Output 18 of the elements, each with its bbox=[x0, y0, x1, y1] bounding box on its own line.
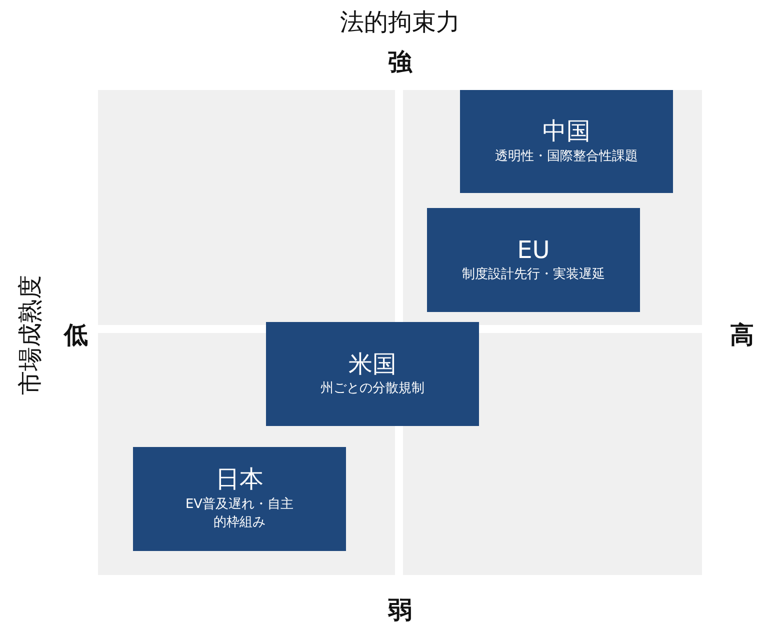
country-name: 日本 bbox=[216, 465, 264, 494]
country-box bbox=[427, 208, 640, 312]
axis-end-label: 低 bbox=[64, 320, 88, 351]
country-box bbox=[133, 447, 346, 551]
country-note: 制度設計先行・実装遅延 bbox=[462, 266, 605, 284]
axis-end-label: 強 bbox=[388, 47, 412, 78]
country-name: 米国 bbox=[348, 350, 396, 378]
axis-title: 法的拘束力 bbox=[340, 7, 460, 38]
country-box bbox=[460, 90, 673, 193]
country-note: 州ごとの分散規制 bbox=[320, 380, 424, 398]
country-name: EU bbox=[517, 236, 550, 264]
axis-title: 市場成熟度 bbox=[15, 275, 45, 395]
country-box bbox=[266, 322, 479, 426]
country-note: 透明性・国際整合性課題 bbox=[495, 148, 638, 166]
axis-end-label: 弱 bbox=[388, 595, 412, 626]
country-note: EV普及遅れ・自主的枠組み bbox=[184, 496, 295, 532]
country-name: 中国 bbox=[542, 117, 590, 146]
axis-end-label: 高 bbox=[730, 320, 754, 351]
